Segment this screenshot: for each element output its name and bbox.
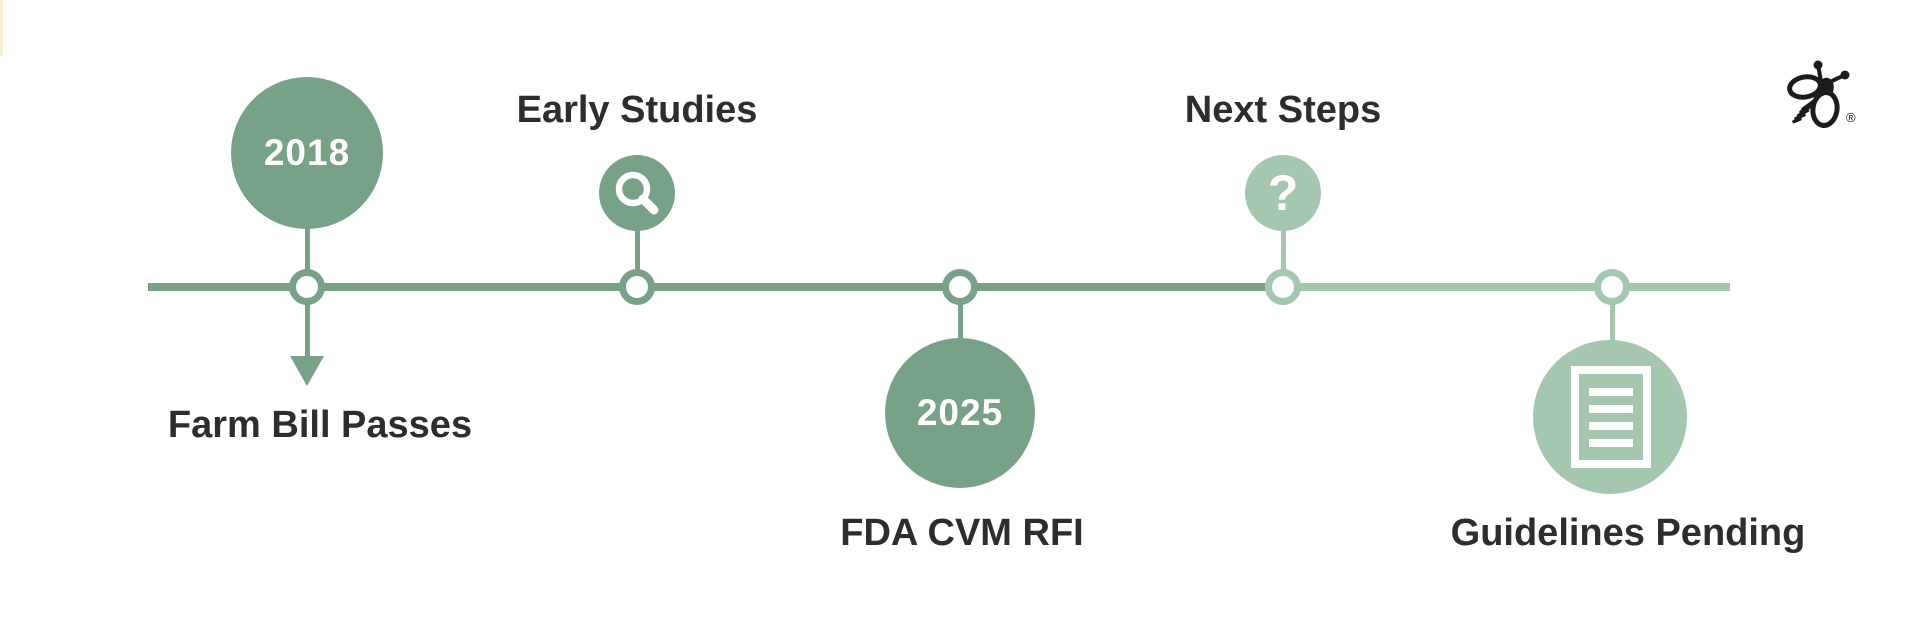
event-2025-year-circle: 2025 (885, 338, 1035, 488)
timeline-line-light-segment (1283, 283, 1730, 291)
event-next-steps-label: Next Steps (1184, 89, 1382, 131)
event-2018-year-circle: 2018 (231, 77, 383, 229)
timeline-line-dark-segment (148, 283, 1283, 291)
document-icon (1571, 366, 1651, 468)
event-2018-connector-top (305, 227, 310, 271)
bee-icon (1787, 60, 1850, 128)
event-2018-arrow-stem (305, 303, 310, 359)
event-2025-year: 2025 (916, 392, 1004, 433)
event-guidelines-node (1594, 269, 1630, 305)
event-guidelines-icon-circle (1533, 340, 1687, 494)
left-edge-accent (0, 0, 3, 56)
event-early-studies-node (619, 269, 655, 305)
event-next-steps-node (1265, 269, 1301, 305)
event-2018-node (289, 269, 325, 305)
event-2025-node (942, 269, 978, 305)
event-2025-label: FDA CVM RFI (840, 512, 1084, 554)
event-early-studies-icon-circle (599, 155, 675, 231)
event-2018-year: 2018 (263, 132, 351, 173)
event-2025-connector (958, 303, 963, 343)
event-2018-label: Farm Bill Passes (167, 404, 473, 446)
event-next-steps-icon-circle: ? (1245, 155, 1321, 231)
question-icon: ? (1267, 165, 1299, 221)
event-guidelines-label: Guidelines Pending (1450, 512, 1806, 554)
event-guidelines-connector (1610, 303, 1615, 345)
down-arrow-icon (290, 356, 324, 386)
event-early-studies-label: Early Studies (516, 89, 758, 131)
registered-trademark-symbol: ® (1846, 110, 1856, 125)
event-early-studies-connector (635, 229, 640, 273)
event-next-steps-connector (1281, 229, 1286, 273)
search-icon (615, 171, 659, 215)
